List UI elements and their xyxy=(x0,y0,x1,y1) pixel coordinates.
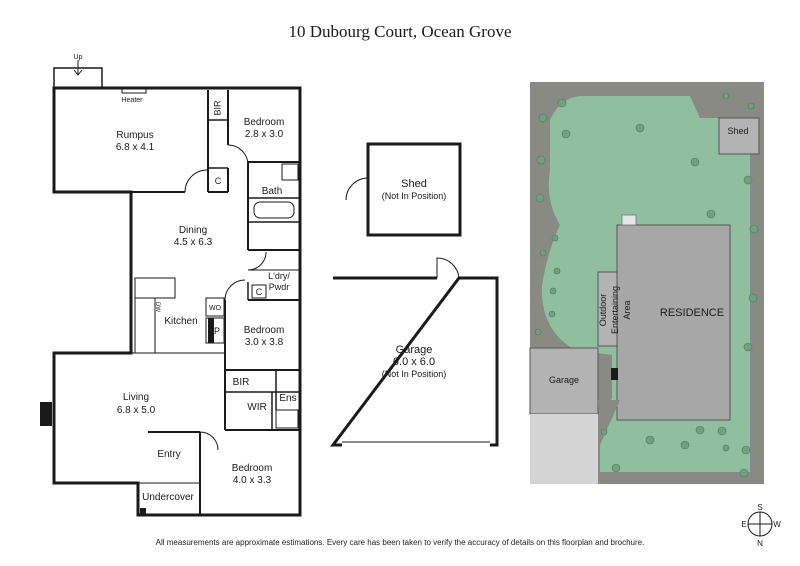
site-residence xyxy=(616,224,731,421)
site-outdoor-label-1: Outdoor xyxy=(598,294,608,327)
garage-size: 6.0 x 6.0 xyxy=(393,356,435,368)
external-walls xyxy=(52,86,302,517)
room-bath-label: Bath xyxy=(262,186,283,197)
room-living-name: Living xyxy=(123,392,149,403)
site-paving xyxy=(530,414,598,484)
site-outdoor-label-3: Area xyxy=(622,300,632,319)
site-outdoor-label-2: Entertaining xyxy=(610,286,620,334)
compass-w: W xyxy=(773,520,781,529)
room-dining-name: Dining xyxy=(179,225,207,236)
compass-e: E xyxy=(741,520,746,529)
garage-note: (Not In Position) xyxy=(382,369,447,379)
room-kitchen-name: Kitchen xyxy=(164,316,197,327)
site-shed-label: Shed xyxy=(727,126,748,136)
entry-label: Entry xyxy=(157,449,180,460)
disclaimer-footer: All measurements are approximate estimat… xyxy=(155,538,645,547)
laundry-label-2: Pwdr xyxy=(269,282,290,292)
ensuite-shower xyxy=(275,409,299,429)
wir-label: WIR xyxy=(247,402,266,413)
shower xyxy=(281,163,299,181)
site-residence-label: RESIDENCE xyxy=(660,307,724,319)
up-label: Up xyxy=(74,54,83,61)
undercover-label: Undercover xyxy=(142,492,194,503)
room-bedroom1-name: Bedroom xyxy=(244,117,285,128)
pantry-label: P xyxy=(214,326,220,336)
heater-label: Heater xyxy=(121,97,143,104)
room-dining-size: 4.5 x 6.3 xyxy=(174,237,213,248)
room-bedroom2-size: 3.0 x 3.8 xyxy=(245,337,284,348)
house-floorplan xyxy=(40,60,302,517)
garage-name: Garage xyxy=(396,344,433,356)
ensuite-label: Ens xyxy=(279,393,296,404)
shed-outbuilding xyxy=(345,142,462,237)
closet-top-label: C xyxy=(215,176,222,186)
compass-s: S xyxy=(757,503,762,512)
dishwasher-label: DW xyxy=(154,302,160,312)
room-living-size: 6.8 x 5.0 xyxy=(117,405,156,416)
shed-name: Shed xyxy=(401,178,427,190)
site-garage xyxy=(529,347,599,415)
bath-tub xyxy=(253,201,295,219)
site-garage-label: Garage xyxy=(549,375,579,385)
closet-laundry-label: C xyxy=(256,287,263,297)
room-bedroom1-size: 2.8 x 3.0 xyxy=(245,129,284,140)
room-bedroom2-name: Bedroom xyxy=(244,325,285,336)
compass-n: N xyxy=(757,539,763,548)
site-plan xyxy=(529,82,764,484)
room-rumpus-size: 6.8 x 4.1 xyxy=(116,142,155,153)
bir-top-label: BIR xyxy=(212,100,222,116)
page-title: 10 Dubourg Court, Ocean Grove xyxy=(288,22,512,41)
shed-note: (Not In Position) xyxy=(382,191,447,201)
room-bedroom3-size: 4.0 x 3.3 xyxy=(233,475,272,486)
compass-icon xyxy=(747,511,773,537)
laundry-label-1: L'dry/ xyxy=(268,271,290,281)
wall-oven-label: WO xyxy=(209,305,222,312)
garage-outbuilding xyxy=(329,257,499,447)
room-rumpus-name: Rumpus xyxy=(116,130,153,141)
room-bedroom3-name: Bedroom xyxy=(232,463,273,474)
bir-mid-label: BIR xyxy=(233,377,250,388)
site-shed xyxy=(718,117,760,155)
